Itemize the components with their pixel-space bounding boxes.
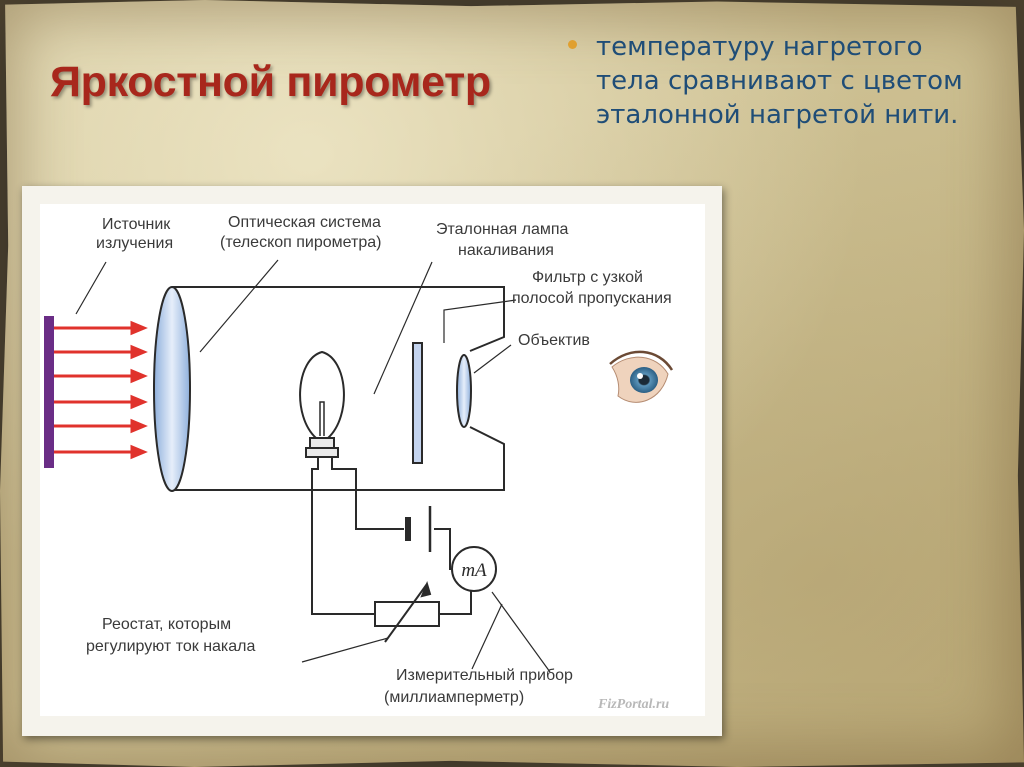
- watermark: FizPortal.ru: [597, 697, 669, 712]
- label-meter-line2: (миллиамперметр): [384, 689, 524, 706]
- lamp-circuit: [311, 457, 472, 615]
- label-pointers: [75, 259, 551, 673]
- slide-title: Яркостной пирометр: [50, 58, 491, 106]
- label-rheostat-line2: регулируют ток накала: [86, 638, 256, 655]
- label-optics-line2: (телескоп пирометра): [220, 234, 381, 251]
- label-lens: Объектив: [518, 332, 590, 349]
- radiation-source-bar: [44, 316, 54, 468]
- battery-symbol: [405, 506, 432, 552]
- label-source-line2: излучения: [96, 235, 173, 252]
- optical-system-lens: [153, 286, 191, 492]
- bullet-marker: [568, 40, 577, 49]
- milliammeter-symbol-label: mA: [461, 560, 487, 581]
- label-filter-line1: Фильтр с узкой: [532, 269, 643, 286]
- reference-lamp: [299, 350, 345, 458]
- label-meter-line1: Измерительный прибор: [396, 667, 573, 684]
- label-lamp-line1: Эталонная лампа: [436, 221, 569, 238]
- diagram-card: mA Источник излуч: [22, 186, 722, 736]
- objective-lens: [456, 354, 472, 428]
- eye-icon: [609, 350, 674, 403]
- radiation-rays: [54, 320, 148, 460]
- milliammeter-symbol: [451, 546, 497, 592]
- label-lamp-line2: накаливания: [458, 242, 554, 259]
- rheostat-symbol: [374, 581, 440, 643]
- pyrometer-diagram: mA Источник излуч: [44, 214, 674, 712]
- bullet-text: температуру нагретого тела сравнивают с …: [596, 32, 963, 130]
- label-optics-line1: Оптическая система: [228, 214, 381, 231]
- diagram-panel: mA Источник излуч: [40, 204, 705, 716]
- label-source-line1: Источник: [102, 216, 171, 233]
- telescope-body: [172, 286, 505, 491]
- narrowband-filter: [412, 342, 423, 464]
- label-rheostat-line1: Реостат, которым: [102, 616, 231, 633]
- label-filter-line2: полосой пропускания: [512, 290, 672, 307]
